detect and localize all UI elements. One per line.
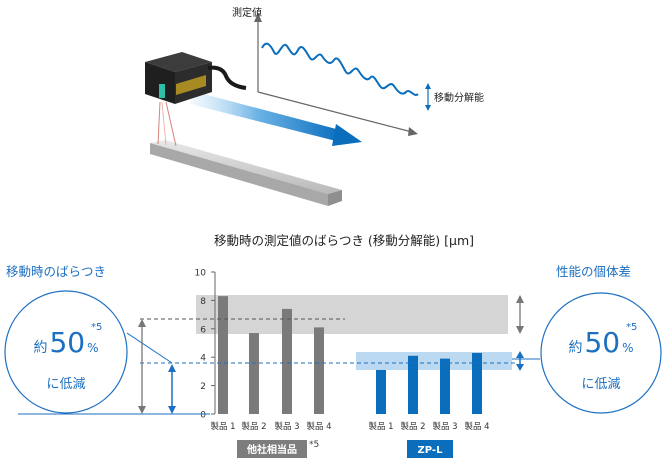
- competitor-group-label: 他社相当品: [246, 443, 297, 456]
- competitor-bar-4: [314, 327, 324, 414]
- right-callout-title: 性能の個体差: [556, 264, 631, 279]
- y-tick-label-4: 4: [200, 354, 206, 364]
- y-tick-label-0: 0: [200, 411, 206, 421]
- competitor-x-label-3: 製品 3: [274, 421, 299, 432]
- laser-beam: [157, 101, 177, 147]
- right-gray-range-arrow: [516, 295, 524, 334]
- y-ticks: 0 2 4 6 8 10: [195, 269, 215, 421]
- right-callout-value: 約50%: [568, 326, 633, 359]
- measurement-graph: [254, 13, 431, 136]
- left-pointer-line: [126, 332, 173, 364]
- y-tick-label-6: 6: [200, 325, 206, 335]
- left-callout-prefix: 約: [33, 340, 47, 356]
- y-tick-label-2: 2: [200, 382, 206, 392]
- left-callout-suffix: に低減: [46, 376, 85, 392]
- right-callout-note: *5: [626, 322, 637, 333]
- right-callout-circle: [540, 292, 662, 414]
- movement-arrow: [190, 92, 362, 146]
- left-callout-unit: %: [87, 341, 98, 355]
- sensor-head: [145, 52, 247, 104]
- measured-value-label: 測定値: [232, 6, 262, 19]
- competitor-x-label-1: 製品 1: [210, 421, 235, 432]
- movement-resolution-label: 移動分解能: [434, 91, 484, 104]
- competitor-x-label-4: 製品 4: [306, 421, 331, 432]
- competitor-bar-1: [218, 296, 228, 414]
- right-callout-number: 50: [584, 326, 620, 359]
- zp-variation-band: [356, 352, 512, 370]
- y-tick-label-8: 8: [200, 297, 206, 307]
- left-callout-number: 50: [49, 326, 85, 359]
- chart-title: 移動時の測定値のばらつき (移動分解能) [µm]: [214, 233, 474, 248]
- competitor-group-note: *5: [309, 440, 319, 450]
- left-blue-range-arrow: [168, 364, 176, 414]
- competitor-variation-band: [196, 295, 508, 334]
- left-callout-title: 移動時のばらつき: [6, 264, 106, 279]
- right-callout-suffix: に低減: [581, 376, 620, 392]
- zp-bar-2: [408, 355, 418, 414]
- zp-x-label-3: 製品 3: [432, 421, 457, 432]
- zp-bar-1: [376, 369, 386, 414]
- right-callout-prefix: 約: [568, 340, 582, 356]
- competitor-bar-2: [249, 333, 259, 414]
- competitor-group-box: [237, 440, 307, 458]
- competitor-x-label-2: 製品 2: [241, 421, 266, 432]
- zp-x-label-2: 製品 2: [400, 421, 425, 432]
- zp-group-box: [407, 440, 453, 458]
- zp-bar-4: [472, 352, 482, 414]
- zp-x-label-4: 製品 4: [464, 421, 489, 432]
- zp-group-label: ZP-L: [418, 445, 444, 456]
- left-gray-range-arrow: [138, 319, 146, 414]
- zp-x-label-1: 製品 1: [368, 421, 393, 432]
- right-blue-range-arrow: [516, 351, 524, 371]
- x-tick-labels: 製品 1 製品 2 製品 3 製品 4 製品 1 製品 2 製品 3 製品 4: [210, 421, 489, 432]
- zp-bar-3: [440, 358, 450, 414]
- sensor-illustration: 測定値 移動分解能: [145, 6, 484, 206]
- bars: [218, 296, 482, 414]
- y-tick-label-10: 10: [195, 269, 207, 279]
- left-callout-value: 約50%: [33, 326, 98, 359]
- competitor-bar-3: [282, 308, 292, 414]
- rail: [150, 140, 342, 206]
- right-callout-unit: %: [622, 341, 633, 355]
- left-callout-note: *5: [91, 322, 102, 333]
- left-callout-circle: [4, 290, 128, 414]
